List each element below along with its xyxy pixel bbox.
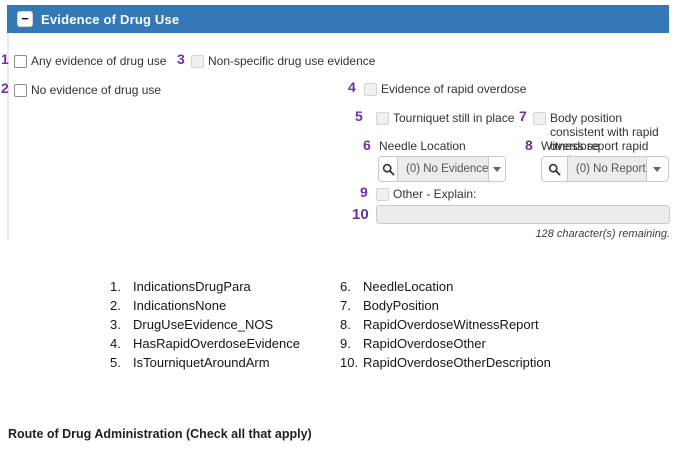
search-icon (382, 163, 395, 176)
needle-location-caret-button[interactable] (489, 157, 505, 181)
legend-right-column: 6. NeedleLocation 7. BodyPosition 8. Rap… (340, 277, 551, 372)
search-icon (548, 163, 561, 176)
checkbox-non-specific-drug-use-evidence[interactable] (191, 55, 204, 68)
legend-item: 9. RapidOverdoseOther (340, 334, 551, 353)
field-number-6: 6 (363, 137, 371, 153)
caret-down-icon (653, 166, 662, 172)
label-tourniquet-still-in-place: Tourniquet still in place (393, 111, 515, 125)
legend-item-name: IndicationsNone (133, 298, 227, 313)
needle-location-dropdown[interactable]: (0) No Evidence (378, 156, 506, 182)
field-number-9: 9 (360, 184, 368, 200)
legend-item: 4. HasRapidOverdoseEvidence (110, 334, 300, 353)
witness-report-dropdown[interactable]: (0) No Report (541, 156, 669, 182)
checkbox-no-evidence-of-drug-use[interactable] (14, 84, 27, 97)
legend-item: 2. IndicationsNone (110, 296, 300, 315)
checkbox-body-position-consistent[interactable] (533, 112, 546, 125)
checkbox-evidence-of-rapid-overdose[interactable] (364, 83, 377, 96)
legend-item-number: 10. (340, 355, 359, 370)
witness-report-caret-button[interactable] (646, 157, 668, 181)
legend-item-name: NeedleLocation (363, 279, 454, 294)
legend-item-number: 8. (340, 317, 351, 332)
checkbox-any-evidence-of-drug-use[interactable] (14, 55, 27, 68)
panel-header: − Evidence of Drug Use (7, 5, 669, 33)
legend-item-number: 3. (110, 317, 121, 332)
legend-item-name: DrugUseEvidence_NOS (133, 317, 274, 332)
legend-item-number: 9. (340, 336, 351, 351)
legend-item-number: 2. (110, 298, 121, 313)
legend-item-number: 6. (340, 279, 351, 294)
legend-left-column: 1. IndicationsDrugPara 2. IndicationsNon… (110, 277, 300, 372)
label-body-position-consistent: Body position consistent with rapid over… (550, 111, 659, 153)
legend-item: 10. RapidOverdoseOtherDescription (340, 353, 551, 372)
witness-report-search-button[interactable] (542, 157, 567, 181)
legend-item: 5. IsTourniquetAroundArm (110, 353, 300, 372)
label-other-explain: Other - Explain: (393, 187, 477, 201)
field-number-2: 2 (1, 80, 9, 96)
legend-item-name: HasRapidOverdoseEvidence (133, 336, 300, 351)
legend-item-number: 1. (110, 279, 121, 294)
checkbox-tourniquet-still-in-place[interactable] (376, 112, 389, 125)
legend-item: 7. BodyPosition (340, 296, 551, 315)
legend-item-number: 7. (340, 298, 351, 313)
legend-item-name: RapidOverdoseOther (363, 336, 486, 351)
label-no-evidence-of-drug-use: No evidence of drug use (31, 83, 162, 97)
legend-item-name: BodyPosition (363, 298, 439, 313)
field-number-8: 8 (525, 137, 533, 153)
panel-title: Evidence of Drug Use (41, 11, 180, 27)
label-non-specific-drug-use-evidence: Non-specific drug use evidence (208, 54, 376, 68)
legend-item-number: 5. (110, 355, 121, 370)
legend-item-name: IndicationsDrugPara (133, 279, 251, 294)
legend-item-name: RapidOverdoseOtherDescription (363, 355, 551, 370)
legend-item-name: RapidOverdoseWitnessReport (363, 317, 539, 332)
field-number-5: 5 (355, 108, 363, 124)
route-of-drug-administration-heading: Route of Drug Administration (Check all … (8, 427, 312, 441)
field-number-10: 10 (352, 206, 369, 223)
field-number-3: 3 (177, 51, 185, 67)
caret-down-icon (493, 166, 502, 172)
other-description-input[interactable] (376, 205, 670, 224)
legend-item: 1. IndicationsDrugPara (110, 277, 300, 296)
field-number-1: 1 (1, 51, 9, 67)
minus-icon: − (21, 11, 29, 26)
field-number-4: 4 (348, 79, 356, 95)
characters-remaining-text: 128 character(s) remaining. (535, 228, 670, 240)
label-any-evidence-of-drug-use: Any evidence of drug use (31, 54, 167, 68)
checkbox-other-explain[interactable] (376, 188, 389, 201)
witness-report-value[interactable]: (0) No Report (566, 157, 647, 181)
collapse-panel-button[interactable]: − (17, 11, 33, 27)
label-needle-location: Needle Location (379, 139, 466, 153)
legend-item: 3. DrugUseEvidence_NOS (110, 315, 300, 334)
legend-item: 8. RapidOverdoseWitnessReport (340, 315, 551, 334)
legend-item-number: 4. (110, 336, 121, 351)
legend-item: 6. NeedleLocation (340, 277, 551, 296)
field-number-7: 7 (519, 108, 527, 124)
label-evidence-of-rapid-overdose: Evidence of rapid overdose (381, 82, 527, 96)
legend-item-name: IsTourniquetAroundArm (133, 355, 270, 370)
needle-location-value[interactable]: (0) No Evidence (397, 157, 490, 181)
needle-location-search-button[interactable] (379, 157, 397, 181)
